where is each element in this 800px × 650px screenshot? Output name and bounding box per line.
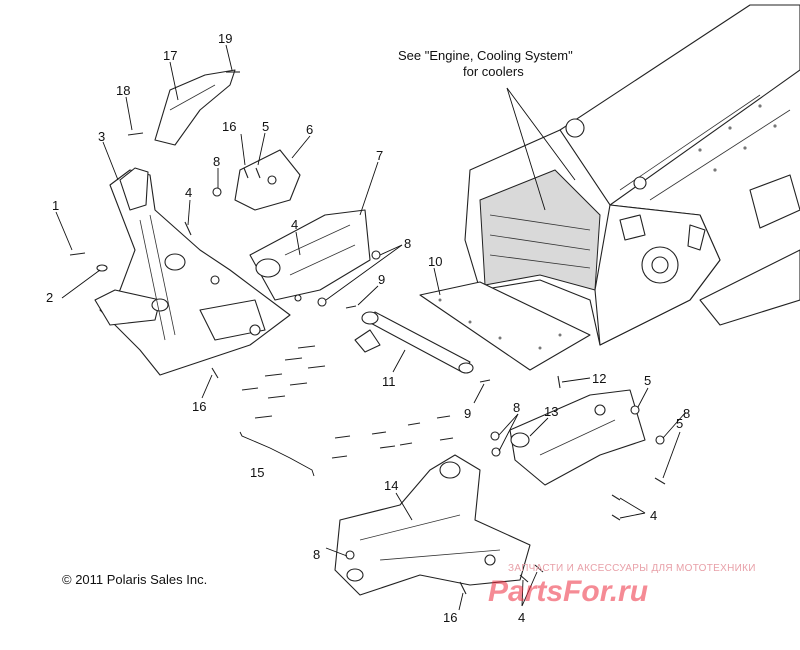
- callout-8-a: 8: [213, 154, 220, 169]
- callout-6: 6: [306, 122, 313, 137]
- callout-16-a: 16: [222, 119, 236, 134]
- callout-19: 19: [218, 31, 232, 46]
- watermark-brand: PartsFor.ru: [488, 575, 648, 608]
- cross-tube: [354, 311, 474, 374]
- bolt-group: [241, 345, 454, 459]
- note-line-2: for coolers: [463, 64, 524, 79]
- callout-9-b: 9: [464, 406, 471, 421]
- tunnel-chassis: [464, 4, 800, 346]
- skid-plate: [419, 281, 591, 371]
- copyright: © 2011 Polaris Sales Inc.: [62, 572, 207, 587]
- callout-16-b: 16: [192, 399, 206, 414]
- lower-frame-14: [334, 454, 531, 596]
- note-line-1: See "Engine, Cooling System": [398, 48, 573, 63]
- callout-5-b: 5: [644, 373, 651, 388]
- callout-5-c: 5: [676, 416, 683, 431]
- callout-16-c: 16: [443, 610, 457, 625]
- callout-18: 18: [116, 83, 130, 98]
- callout-4-c: 4: [650, 508, 657, 523]
- callout-4-d: 4: [518, 610, 525, 625]
- callout-7: 7: [376, 148, 383, 163]
- callout-2: 2: [46, 290, 53, 305]
- watermark: ЗАПЧАСТИ И АКСЕССУАРЫ ДЛЯ МОТОТЕХНИКИ Pa…: [488, 563, 756, 608]
- cooler-note: See "Engine, Cooling System" for coolers: [398, 48, 573, 79]
- callout-9-a: 9: [378, 272, 385, 287]
- upper-bracket: [154, 69, 236, 146]
- engine-mount-7: [249, 209, 371, 301]
- callout-11: 11: [382, 374, 396, 389]
- callouts: 1 2 3 4 4 4 4 5 5 5 6 7 8 8 8 8 8 9 9 10…: [46, 31, 690, 625]
- leader-lines: [55, 44, 686, 611]
- callout-12: 12: [592, 371, 606, 386]
- callout-5-a: 5: [262, 119, 269, 134]
- callout-10: 10: [428, 254, 442, 269]
- rear-bracket-13: [509, 389, 646, 486]
- watermark-subtitle: ЗАПЧАСТИ И АКСЕССУАРЫ ДЛЯ МОТОТЕХНИКИ: [508, 563, 756, 574]
- callout-17: 17: [163, 48, 177, 63]
- callout-4-b: 4: [291, 217, 298, 232]
- callout-13: 13: [544, 404, 558, 419]
- callout-8-d: 8: [683, 406, 690, 421]
- callout-8-c: 8: [513, 400, 520, 415]
- callout-4-a: 4: [185, 185, 192, 200]
- callout-8-b: 8: [404, 236, 411, 251]
- callout-3: 3: [98, 129, 105, 144]
- callout-14: 14: [384, 478, 398, 493]
- mount-bracket-6: [234, 149, 301, 211]
- hardware: [69, 71, 666, 595]
- callout-8-e: 8: [313, 547, 320, 562]
- callout-15: 15: [250, 465, 264, 480]
- front-left-frame: [94, 167, 291, 376]
- callout-1: 1: [52, 198, 59, 213]
